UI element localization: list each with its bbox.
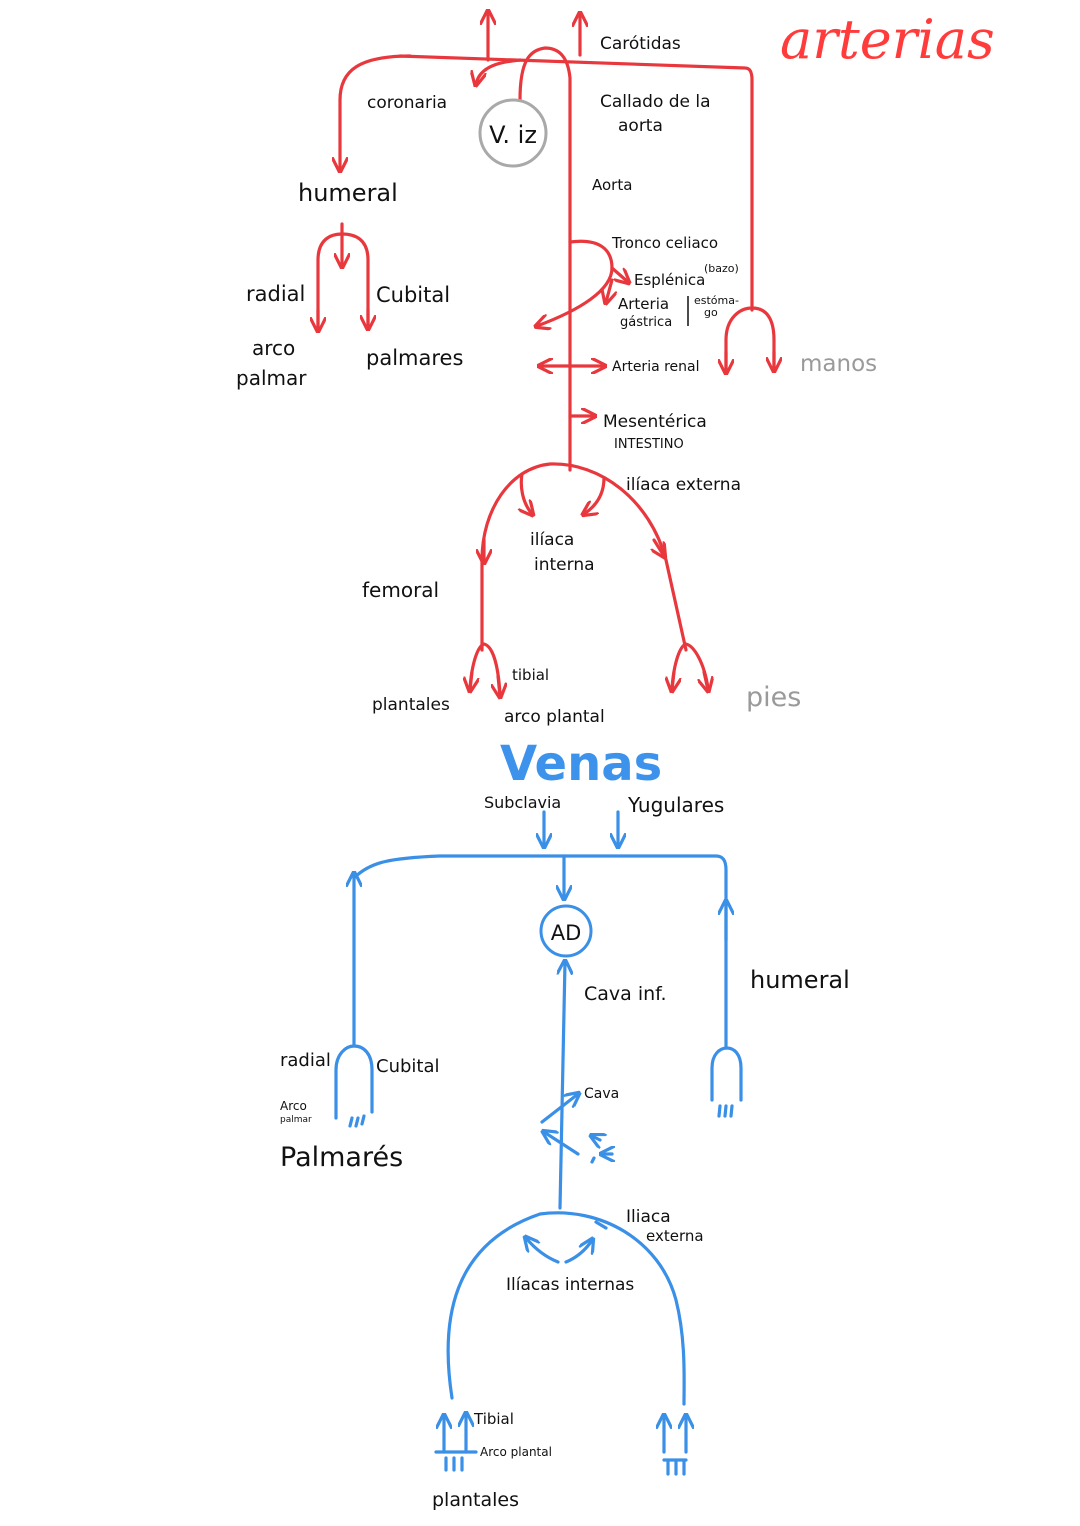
arterias-title: arterias — [780, 8, 995, 71]
label-vein-cubital: Cubital — [376, 1056, 440, 1077]
celiac-trunk — [537, 239, 614, 326]
veins-labels: Venas Subclavia Yugulares AD Cava inf. h… — [280, 736, 850, 1511]
label-estomago-1: estóma- — [694, 294, 739, 307]
iliac-int-left — [526, 1238, 560, 1264]
coronary-arrow — [476, 58, 522, 84]
right-arm-split — [724, 306, 776, 372]
vein-top-line — [352, 854, 728, 1050]
right-foot-split — [670, 642, 710, 690]
iliac-ext-tick — [594, 1220, 608, 1230]
label-iliacas-internas: Ilíacas internas — [506, 1275, 634, 1295]
left-foot-split — [468, 642, 502, 696]
label-tronco: Tronco celiaco — [611, 234, 718, 252]
iliac-inner-left — [521, 472, 532, 514]
splenic-arrow — [610, 266, 628, 282]
label-tibial: tibial — [512, 666, 549, 684]
external-iliac-arrow — [654, 538, 664, 556]
label-cava: Cava — [584, 1086, 619, 1102]
label-iliaca-externa: ilíaca externa — [626, 475, 741, 495]
label-vein-tibial: Tibial — [473, 1410, 514, 1428]
venas-title: Venas — [500, 736, 662, 792]
label-aorta: Aorta — [592, 176, 632, 194]
label-vein-arco-1: Arco — [280, 1099, 307, 1113]
iliac-int-right — [564, 1240, 592, 1264]
label-manos: manos — [800, 351, 877, 377]
left-hand-fingers — [348, 1114, 366, 1128]
left-foot-base — [434, 1450, 478, 1472]
cava-arrow-2 — [544, 1132, 580, 1156]
label-vein-plantales: plantales — [432, 1489, 519, 1511]
label-subclavia: Subclavia — [484, 793, 561, 812]
cava-arrow-1 — [540, 1094, 578, 1124]
label-esplenica: Esplénica — [634, 271, 705, 289]
left-arch-branch — [340, 54, 412, 170]
label-arteria-g1: Arteria — [618, 295, 669, 313]
right-hand-fingers — [717, 1104, 734, 1118]
label-vein-iliaca-1: Iliaca — [626, 1207, 671, 1227]
label-bazo: (bazo) — [704, 262, 739, 275]
label-humeral: humeral — [298, 179, 398, 207]
label-cubital: Cubital — [376, 283, 450, 307]
label-iliaca-1: ilíaca — [530, 530, 574, 550]
arch-top-line — [398, 54, 754, 312]
right-foot-arrow-l — [672, 670, 674, 690]
right-foot-arrow-r — [704, 670, 708, 690]
right-foot-base — [662, 1458, 688, 1476]
left-foot-arrow-l — [470, 670, 472, 690]
label-iliaca-2: interna — [534, 555, 595, 575]
cava-inferior — [560, 962, 565, 1210]
label-palmares: palmares — [366, 346, 463, 370]
label-vein-humeral: humeral — [750, 966, 850, 994]
label-cava-inf: Cava inf. — [584, 983, 667, 1005]
label-ventricle: V. iz — [489, 121, 537, 149]
arteries-labels: arterias Carótidas coronaria V. iz Calla… — [236, 8, 995, 727]
label-femoral: femoral — [362, 578, 439, 602]
label-yugulares: Yugulares — [627, 793, 724, 817]
iliac-arch — [446, 1211, 686, 1406]
left-foot-arrow-r — [498, 674, 500, 696]
aortic-arch — [518, 46, 572, 472]
label-vein-iliaca-2: externa — [646, 1227, 704, 1245]
left-ventricle-circle — [478, 98, 548, 168]
label-atrium: AD — [551, 921, 582, 945]
label-callado-1: Callado de la — [600, 92, 711, 112]
label-carotidas: Carótidas — [600, 34, 681, 54]
label-arco: arco — [252, 336, 295, 360]
label-callado-2: aorta — [618, 116, 663, 136]
right-atrium-circle — [539, 904, 593, 958]
label-vein-arco-2: palmar — [280, 1115, 312, 1125]
cava-arrow-5 — [590, 1156, 596, 1164]
label-coronaria: coronaria — [367, 93, 447, 113]
right-hand — [710, 1046, 743, 1102]
label-vein-radial: radial — [280, 1050, 331, 1071]
label-plantales: plantales — [372, 695, 450, 715]
label-palmar: palmar — [236, 366, 307, 390]
label-arco-plantal: arco plantal — [504, 707, 605, 727]
label-renal: Arteria renal — [612, 359, 700, 375]
gastric-arrow — [606, 278, 612, 302]
label-pies: pies — [746, 682, 801, 713]
label-arteria-g2: gástrica — [620, 315, 672, 330]
label-mesenterica: Mesentérica — [603, 412, 707, 432]
veins-diagram — [334, 810, 743, 1476]
iliac-inner-right — [584, 476, 606, 514]
label-vein-arco-plantal: Arco plantal — [480, 1445, 552, 1459]
label-radial: radial — [246, 282, 305, 306]
label-vein-palmares: Palmarés — [280, 1142, 403, 1173]
label-estomago-2: go — [704, 306, 718, 319]
iliac-bifurcation — [480, 462, 688, 652]
cava-arrow-3 — [592, 1136, 600, 1140]
label-intestino: INTESTINO — [614, 437, 684, 452]
left-hand — [334, 1044, 374, 1120]
arteries-diagram — [318, 12, 774, 696]
